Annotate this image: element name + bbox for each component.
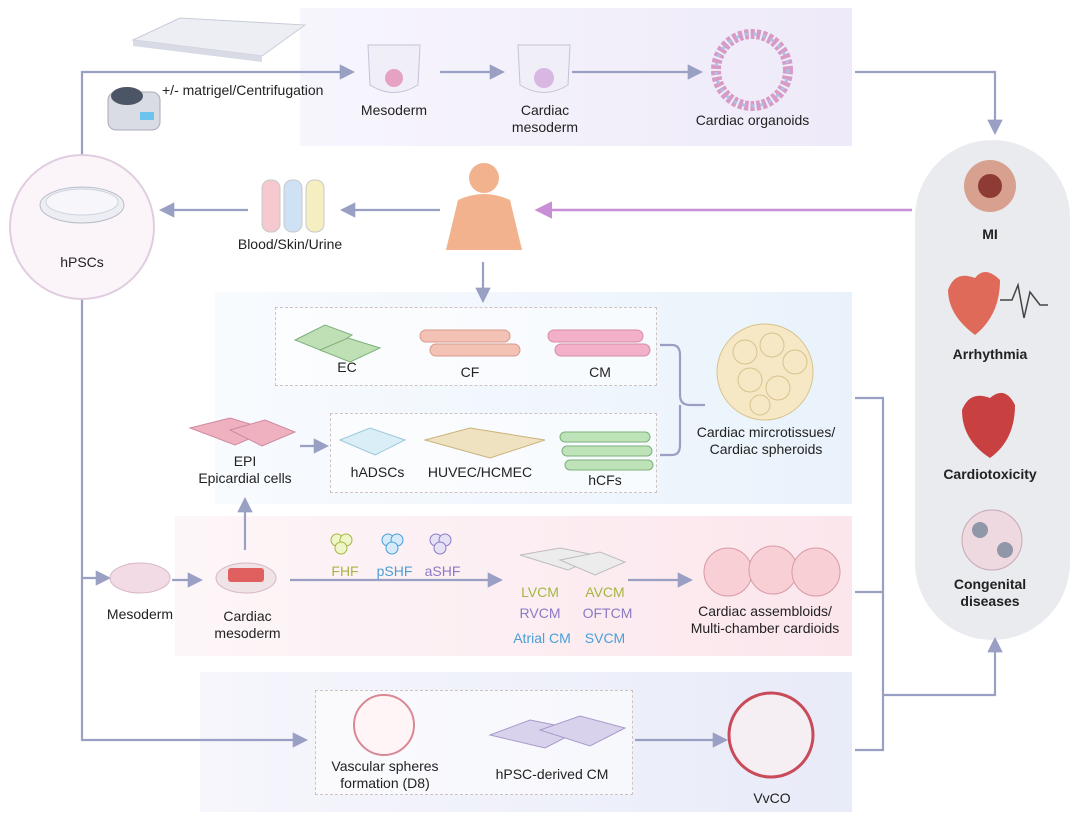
ashf-label: aSHF bbox=[424, 563, 461, 579]
fhf-cluster-icon bbox=[330, 533, 353, 555]
vvco-label: VvCO bbox=[753, 790, 791, 806]
svcm-label: SVCM bbox=[584, 630, 626, 646]
cardiotoxicity-icon bbox=[962, 392, 1015, 458]
ec-label: EC bbox=[337, 359, 357, 375]
samples-label: Blood/Skin/Urine bbox=[237, 236, 343, 252]
cardiotoxicity-label: Cardiotoxicity bbox=[943, 466, 1037, 482]
huvec-icon bbox=[423, 427, 546, 459]
cardiac-organoids-label: Cardiac organoids bbox=[695, 112, 810, 128]
hpsc-cm-icon bbox=[488, 715, 627, 749]
assembloid-icon bbox=[703, 545, 841, 597]
atrial-cm-label: Atrial CM bbox=[513, 630, 571, 646]
rvcm-label: RVCM bbox=[519, 605, 561, 621]
pshf-cluster-icon bbox=[381, 533, 404, 555]
cm-subtype-cells-icon bbox=[519, 547, 627, 576]
vvco-icon bbox=[727, 691, 815, 779]
oftcm-label: OFTCM bbox=[582, 605, 633, 621]
lvcm-label: LVCM bbox=[521, 584, 559, 600]
method-label: +/- matrigel/Centrifugation bbox=[162, 82, 324, 98]
arrhythmia-icon bbox=[948, 271, 1048, 335]
hcfs-label: hCFs bbox=[588, 472, 622, 488]
hpsc-circle bbox=[9, 154, 155, 300]
cardiac-mesoderm-label: Cardiac mesoderm bbox=[511, 102, 579, 135]
mesoderm-label: Mesoderm bbox=[360, 102, 428, 118]
congenital-icon bbox=[961, 509, 1023, 571]
fhf-label: FHF bbox=[331, 563, 359, 579]
hadscs-label: hADSCs bbox=[350, 464, 405, 480]
hpsc-cm-label: hPSC-derived CM bbox=[495, 766, 609, 782]
avcm-label: AVCM bbox=[585, 584, 625, 600]
ec-cells-icon bbox=[293, 324, 382, 363]
hadscs-icon bbox=[338, 427, 407, 456]
huvec-label: HUVEC/HCMEC bbox=[427, 464, 533, 480]
centrifuge-icon bbox=[107, 87, 161, 131]
microtissue-output-label: Cardiac mircrotissues/ Cardiac spheroids bbox=[696, 424, 836, 457]
cm-label: CM bbox=[589, 364, 611, 380]
congenital-label: Congenital diseases bbox=[953, 576, 1027, 609]
vascular-sphere-icon bbox=[353, 694, 415, 756]
vascular-spheres-label: Vascular spheres formation (D8) bbox=[331, 758, 439, 791]
assembloid-output-label: Cardiac assembloids/ Multi-chamber cardi… bbox=[690, 603, 840, 636]
hpscs-label: hPSCs bbox=[60, 254, 104, 270]
ashf-cluster-icon bbox=[429, 533, 452, 555]
spheroid-icon bbox=[716, 323, 814, 421]
well-plate-icon bbox=[131, 17, 307, 62]
mesoderm-dish-icon bbox=[109, 562, 171, 594]
human-figure-icon bbox=[446, 163, 522, 250]
arrhythmia-label: Arrhythmia bbox=[952, 346, 1028, 362]
cm-cells-icon bbox=[547, 329, 651, 357]
hcfs-icon bbox=[559, 431, 654, 471]
dish-icon bbox=[517, 44, 571, 93]
epi-cells-icon bbox=[188, 417, 297, 447]
epi-label: EPI Epicardial cells bbox=[198, 453, 292, 486]
pshf-label: pSHF bbox=[376, 563, 413, 579]
mi-label: MI bbox=[982, 226, 998, 242]
assembloid-cardiac-mesoderm-label: Cardiac mesoderm bbox=[214, 608, 281, 641]
assembloid-mesoderm-label: Mesoderm bbox=[106, 606, 174, 622]
cf-label: CF bbox=[460, 364, 480, 380]
dish-icon bbox=[367, 44, 421, 93]
sample-tubes-icon bbox=[261, 179, 325, 233]
cf-cells-icon bbox=[419, 329, 521, 357]
